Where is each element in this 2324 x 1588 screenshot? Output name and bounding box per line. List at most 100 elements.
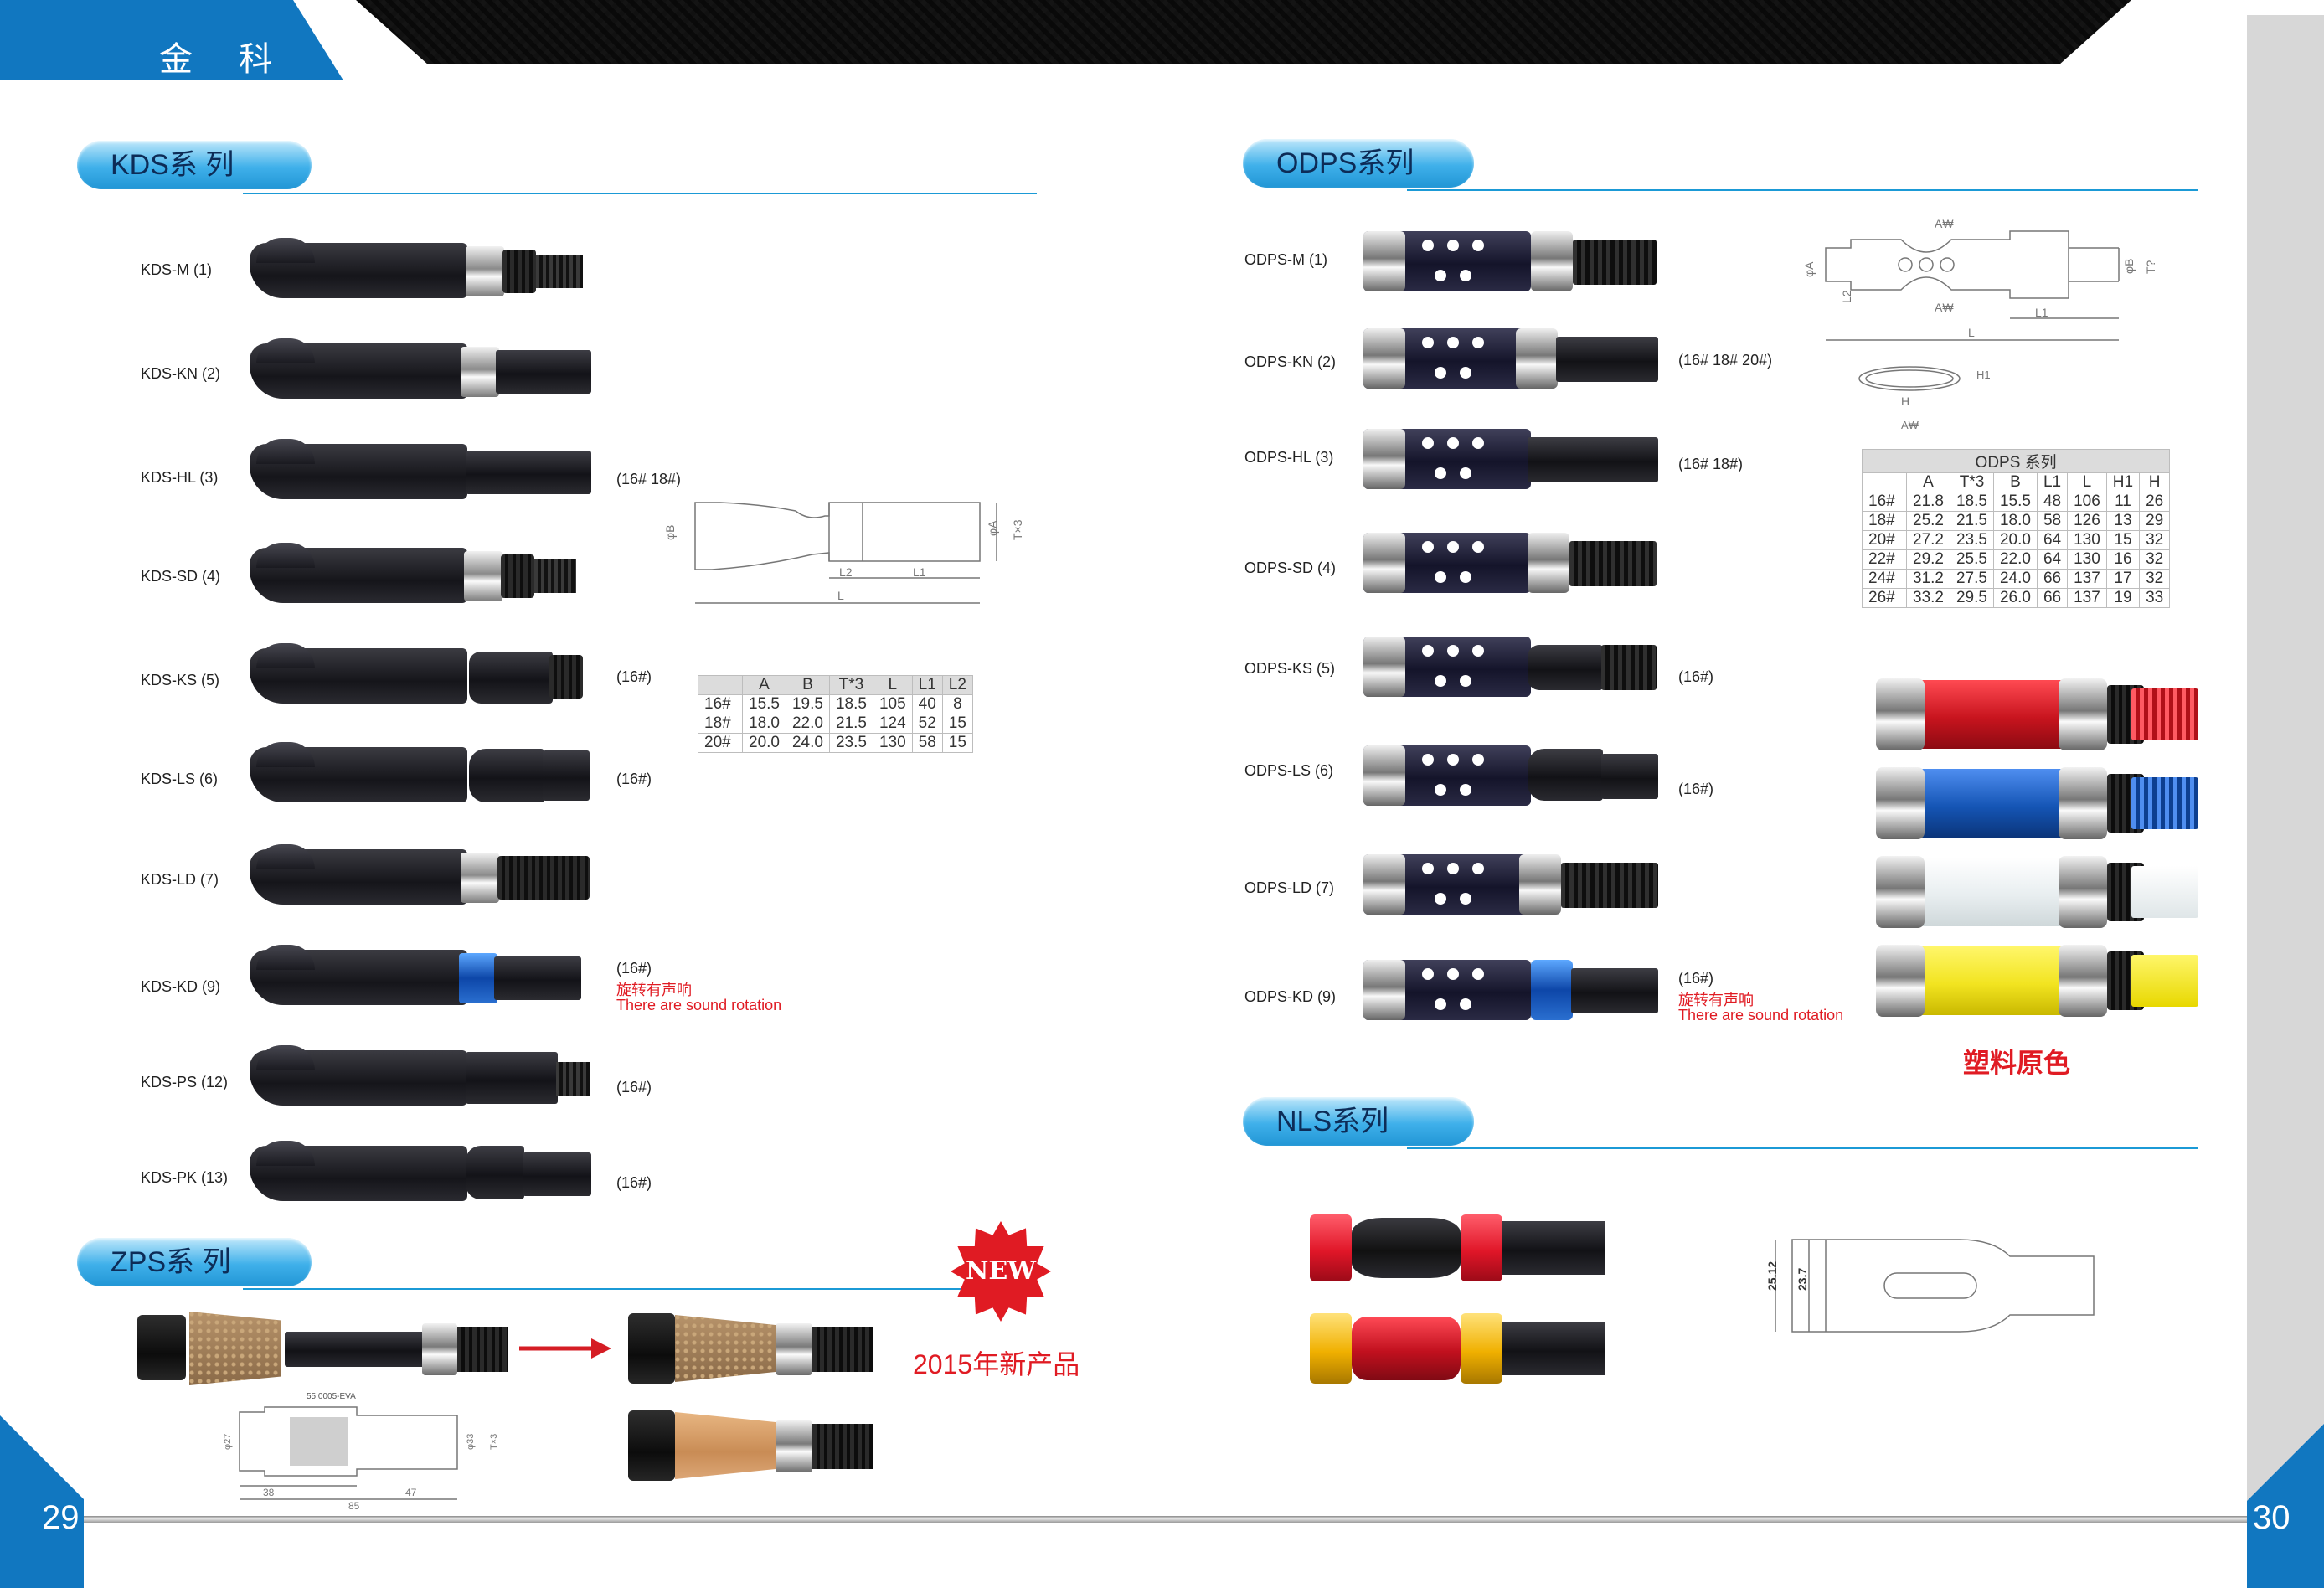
odps-dim-aw: A₩ — [1901, 419, 1919, 431]
odps-label-1: ODPS-M (1) — [1244, 251, 1327, 268]
odps-dim-phi-a: φA — [1802, 261, 1816, 277]
kds-grip-9 — [250, 1045, 595, 1106]
kds-grip-5 — [250, 643, 595, 704]
kds-label-8: KDS-KD (9) — [141, 978, 221, 995]
brand-tab — [0, 0, 343, 80]
odps-label-4: ODPS-SD (4) — [1244, 559, 1337, 576]
brand-title: 金 科 — [159, 41, 291, 78]
kds-grip-10 — [250, 1141, 595, 1201]
kds-note-9: (16#) — [616, 1079, 652, 1096]
odps-dim-h: H — [1901, 394, 1909, 408]
odps-note-6: (16#) — [1678, 781, 1714, 797]
odps-sound-note-cn: 旋转有声响 — [1678, 992, 1754, 1008]
odps-dim-b: φB — [2122, 259, 2136, 274]
section-header-zps: ZPS系 列 — [77, 1238, 312, 1286]
kds-grip-6 — [250, 742, 595, 802]
section-header-nls: NLS系列 — [1243, 1097, 1474, 1146]
odps-label-5: ODPS-KS (5) — [1244, 660, 1336, 677]
odps-dim-l: L — [1968, 326, 1975, 339]
zps-dim-1: 38 — [263, 1487, 275, 1498]
zps-dim-4: φ27 — [223, 1434, 233, 1450]
kds-th: L1 — [911, 675, 943, 695]
kds-grip-3 — [250, 439, 595, 499]
kds-label-5: KDS-KS (5) — [141, 672, 220, 688]
colored-seat-blue — [1876, 767, 2198, 839]
nls-dim-2: 23.7 — [1796, 1268, 1809, 1291]
kds-th: L — [872, 675, 913, 695]
odps-th: L — [2067, 472, 2107, 492]
odps-th: H — [2139, 472, 2171, 492]
kds-dim-l1: L1 — [913, 565, 926, 579]
odps-technical-drawing: A₩ A₩ φA L2 φB T? L1 L H H1 A₩ — [1802, 217, 2157, 431]
kds-label-2: KDS-KN (2) — [141, 365, 221, 382]
odps-label-2: ODPS-KN (2) — [1244, 353, 1337, 370]
colored-seat-white — [1876, 856, 2198, 928]
odps-label-7: ODPS-LD (7) — [1244, 879, 1335, 896]
kds-label-7: KDS-LD (7) — [141, 871, 219, 888]
kds-sound-note-cn: 旋转有声响 — [616, 982, 692, 998]
zps-technical-drawing: 55.0005-EVA 38 47 85 φ27 φ33 T×3 — [223, 1392, 499, 1512]
new-product-label: 2015年新产品 — [913, 1349, 1080, 1379]
odps-seat-1 — [1363, 231, 1658, 291]
kds-th — [698, 675, 743, 695]
kds-dim-l2: L2 — [839, 565, 853, 579]
page-edge-strip — [2247, 15, 2324, 1588]
kds-th: T*3 — [828, 675, 873, 695]
zps-thread — [457, 1327, 508, 1372]
arrow-right-icon — [519, 1338, 611, 1359]
section-divider-kds — [243, 193, 1037, 194]
odps-seat-3 — [1363, 429, 1658, 489]
nls-grip-gold — [1310, 1313, 1605, 1384]
zps-assembled-cork — [628, 1313, 879, 1389]
kds-dim-l: L — [837, 589, 844, 602]
kds-label-10: KDS-PK (13) — [141, 1169, 229, 1186]
nls-dim-1: 25.12 — [1765, 1261, 1779, 1291]
section-header-kds: KDS系 列 — [77, 141, 312, 189]
odps-seat-6 — [1363, 745, 1658, 806]
odps-label-3: ODPS-HL (3) — [1244, 449, 1334, 466]
odps-note-8: (16#) — [1678, 970, 1714, 987]
section-divider-zps — [243, 1288, 1037, 1290]
odps-seat-8 — [1363, 960, 1658, 1020]
odps-dim-l2: L2 — [1840, 290, 1853, 303]
kds-th: B — [785, 675, 830, 695]
odps-th: A — [1906, 472, 1950, 492]
section-header-odps: ODPS系列 — [1243, 139, 1474, 188]
odps-dim-a: A₩ — [1935, 217, 1954, 230]
section-divider-odps — [1407, 189, 2198, 191]
page-number-left: 29 — [42, 1499, 80, 1536]
odps-dim-t: T? — [2144, 260, 2157, 274]
odps-dim-a2: A₩ — [1935, 301, 1954, 314]
odps-sound-note-en: There are sound rotation — [1678, 1007, 1844, 1023]
kds-th: L2 — [941, 675, 973, 695]
colored-seat-yellow — [1876, 945, 2198, 1017]
kds-sound-note-en: There are sound rotation — [616, 997, 782, 1013]
kds-label-1: KDS-M (1) — [141, 261, 212, 278]
odps-seat-7 — [1363, 854, 1658, 915]
kds-grip-8 — [250, 945, 595, 1005]
kds-label-6: KDS-LS (6) — [141, 771, 219, 787]
zps-dim-6: T×3 — [489, 1434, 499, 1450]
kds-grip-7 — [250, 844, 595, 905]
kds-label-9: KDS-PS (12) — [141, 1074, 229, 1090]
odps-label-6: ODPS-LS (6) — [1244, 762, 1334, 779]
kds-note-10: (16#) — [616, 1174, 652, 1191]
kds-grip-2 — [250, 338, 595, 399]
section-divider-nls — [1407, 1147, 2198, 1149]
page-number-right: 30 — [2253, 1499, 2291, 1536]
colored-seat-red — [1876, 678, 2198, 750]
odps-th: H1 — [2105, 472, 2141, 492]
kds-note-8: (16#) — [616, 960, 652, 977]
odps-label-8: ODPS-KD (9) — [1244, 988, 1337, 1005]
kds-label-4: KDS-SD (4) — [141, 568, 221, 585]
kds-note-3: (16# 18#) — [616, 471, 682, 487]
